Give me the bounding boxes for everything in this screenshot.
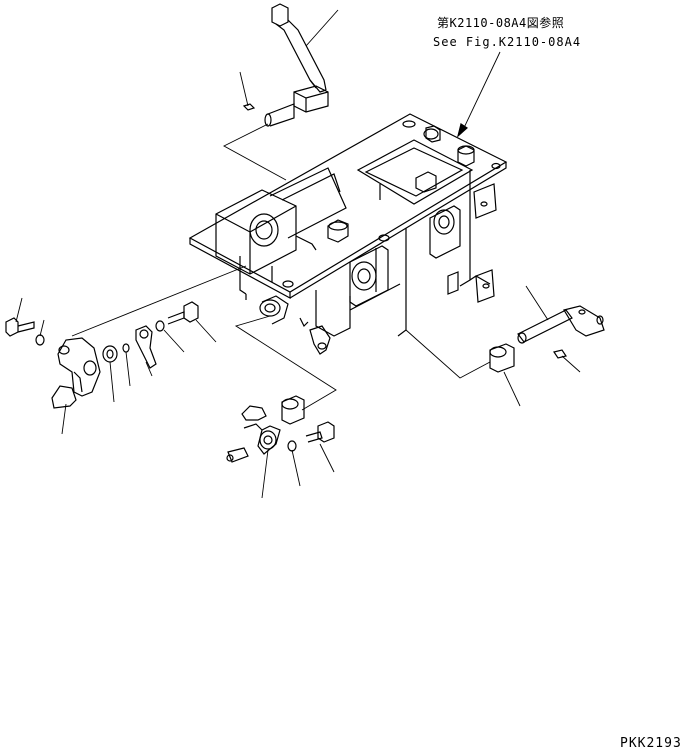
washer-mid xyxy=(122,343,130,353)
leader-washer-left xyxy=(39,319,45,337)
bushing-right xyxy=(489,343,515,373)
leader-washer-lower xyxy=(291,449,301,487)
assembly-guide-lever xyxy=(223,123,287,181)
nut-left xyxy=(102,345,118,363)
bushing-lower xyxy=(281,395,305,425)
shaft-assembly xyxy=(517,305,605,344)
reference-note-japanese: 第K2110-08A4図参照 xyxy=(437,16,565,30)
washer-right xyxy=(155,320,165,332)
leader-rod-end xyxy=(145,361,153,377)
solenoid-unit xyxy=(215,167,347,282)
bushing-left xyxy=(259,295,289,325)
leader-lever-arm xyxy=(61,403,67,435)
leader-bolt-lower xyxy=(319,443,335,473)
shift-bracket xyxy=(188,113,508,355)
leader-bolt-mid xyxy=(195,319,217,343)
shift-lever xyxy=(264,3,329,127)
lever-pin xyxy=(242,103,256,111)
drawing-code: PKK2193 xyxy=(620,736,682,751)
lever-arm xyxy=(51,337,101,409)
leader-washer-right xyxy=(163,329,185,353)
washer-left xyxy=(35,334,45,346)
leader-lower-lever xyxy=(261,449,269,499)
leader-shaft xyxy=(525,285,549,321)
washer-lower xyxy=(287,440,297,452)
leader-nut-left xyxy=(109,361,115,403)
leader-lever-pin xyxy=(239,71,249,107)
assembly-guide-left xyxy=(71,265,247,337)
leader-shift-lever xyxy=(305,9,339,47)
reference-note-english: See Fig.K2110-08A4 xyxy=(433,35,582,49)
bolt-lower xyxy=(305,421,335,443)
bolt-mid xyxy=(167,301,199,325)
leader-bushing-right xyxy=(503,371,521,407)
leader-shaft-pin xyxy=(561,355,581,373)
rod-end xyxy=(135,325,157,369)
bolt-left xyxy=(5,317,35,337)
reference-leader xyxy=(461,51,501,133)
shaft-pin xyxy=(553,349,567,359)
leader-washer-mid xyxy=(125,351,131,387)
assembly-guide-lower xyxy=(234,315,337,411)
lower-lever xyxy=(226,405,281,463)
assembly-guide-right xyxy=(405,329,491,379)
leader-bolt-left xyxy=(15,297,23,323)
reference-arrowhead xyxy=(456,123,468,138)
